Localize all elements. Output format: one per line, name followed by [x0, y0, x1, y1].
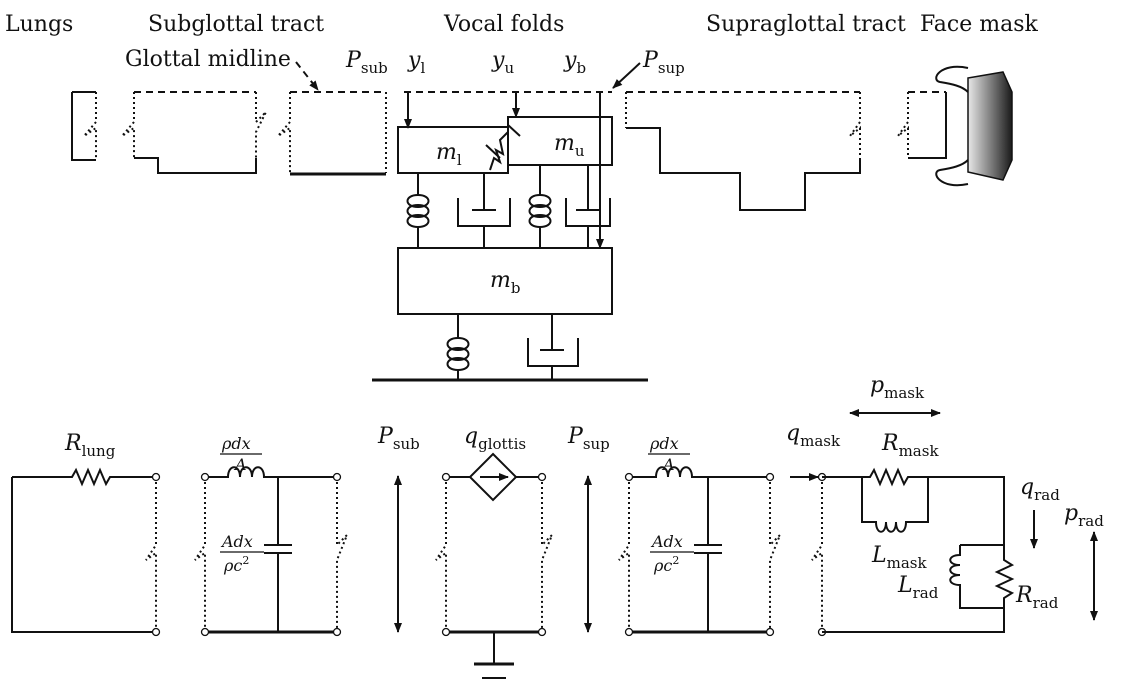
label-y-b: yb: [563, 48, 586, 77]
frac-capacitance-den: ρc2: [223, 554, 249, 575]
label-r-lung: Rlung: [64, 431, 116, 460]
circuit-mask-radiation-section: pmask qmask Rmask qrad prad Lmask Lrad R…: [786, 373, 1104, 637]
label-q-glottis: qglottis: [464, 424, 526, 453]
supraglottal-tract-geometry: [625, 91, 861, 211]
header-lungs: Lungs: [5, 12, 73, 37]
frac-capacitance-num-2: Adx: [650, 532, 683, 551]
label-q-rad: qrad: [1020, 475, 1060, 504]
frac-inductance-num-2: ρdx: [649, 434, 679, 453]
label-p-sub-top: Psub: [345, 48, 388, 77]
header-vocal-folds: Vocal folds: [443, 12, 564, 37]
mass-upper: mu: [507, 116, 613, 166]
header-subglottal-tract: Subglottal tract: [148, 12, 324, 37]
label-p-sup-circuit: Psup: [567, 424, 610, 453]
p-sup-pointer: [612, 62, 641, 89]
circuit-lung-section: Rlung: [11, 431, 161, 637]
header-face-mask: Face mask: [920, 12, 1038, 37]
label-p-rad: prad: [1064, 501, 1104, 530]
spring-body: [446, 314, 470, 380]
subglottal-segment-1: [121, 91, 267, 174]
damper-body: [527, 314, 579, 380]
spring-upper: [528, 165, 552, 248]
mass-body: mb: [397, 247, 613, 315]
circuit-supraglottal-section: ρdx A Adx ρc2: [618, 434, 781, 637]
svg-text:ml: ml: [436, 140, 462, 169]
label-glottal-midline: Glottal midline: [125, 47, 291, 72]
glottal-midline-pointer: [295, 61, 319, 91]
lungs-geometry: [71, 91, 97, 161]
spring-lower: [406, 173, 430, 248]
label-y-u: yu: [491, 48, 514, 77]
label-p-sub-circuit: Psub: [377, 424, 420, 453]
label-p-sup-top: Psup: [642, 48, 685, 77]
frac-inductance-den: A: [233, 455, 247, 474]
label-r-mask: Rmask: [881, 431, 939, 460]
label-l-mask: Lmask: [871, 543, 927, 572]
svg-text:mu: mu: [554, 131, 585, 160]
frac-capacitance-num: Adx: [220, 532, 253, 551]
label-p-mask: pmask: [870, 373, 925, 402]
damper-lower: [457, 173, 511, 248]
coupling-spring: [489, 131, 509, 171]
face-mask-icon: [935, 65, 1013, 187]
header-supraglottal-tract: Supraglottal tract: [706, 12, 906, 37]
label-l-rad: Lrad: [897, 573, 939, 602]
frac-capacitance-den-2: ρc2: [653, 554, 679, 575]
circuit-subglottal-section: ρdx A Adx ρc2: [194, 434, 348, 637]
frac-inductance-num: ρdx: [221, 434, 251, 453]
frac-inductance-den-2: A: [661, 455, 675, 474]
label-y-l: yl: [407, 48, 425, 77]
subglottal-segment-2: [277, 91, 387, 176]
svg-text:mb: mb: [490, 268, 520, 297]
circuit-glottis-section: qglottis: [435, 424, 553, 679]
label-r-rad: Rrad: [1015, 583, 1059, 612]
label-q-mask: qmask: [786, 421, 841, 450]
damper-upper: [565, 165, 611, 248]
face-mask-tube: [897, 91, 947, 159]
